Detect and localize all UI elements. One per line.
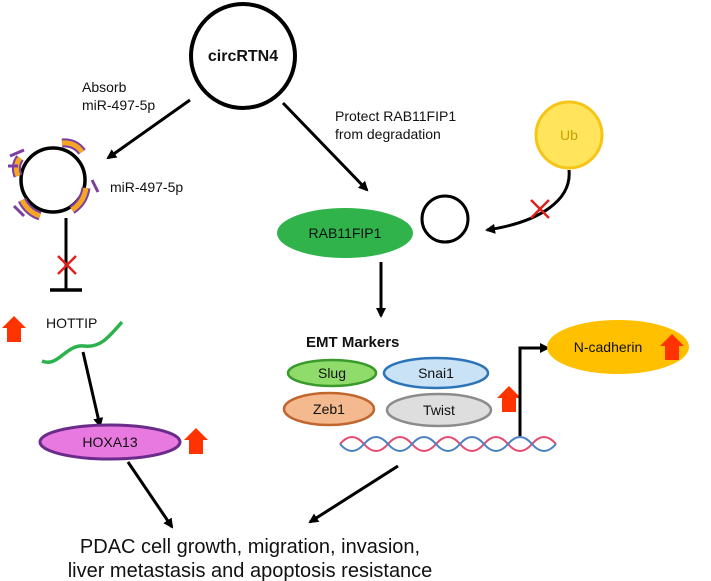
twist-node (385, 392, 493, 428)
slug-node (286, 358, 378, 388)
hottip-to-hoxa13-arrow (81, 351, 104, 428)
hottip-label: HOTTIP (46, 315, 97, 331)
absorb-arrow (106, 98, 191, 160)
hoxa13-node (38, 423, 182, 461)
absorb-label-line1: Absorb (82, 79, 127, 95)
ncadherin-label: N-cadherin (574, 339, 642, 355)
mirna-sponge (8, 138, 100, 221)
dna-helix (339, 436, 557, 452)
zeb1-label: Zeb1 (313, 401, 345, 417)
snai1-node (382, 356, 490, 390)
zeb1-node (282, 391, 376, 427)
ub-label: Ub (560, 127, 578, 143)
outcome-line2: liver metastasis and apoptosis resistanc… (68, 560, 433, 581)
outcome-line1: PDAC cell growth, migration, invasion, (80, 536, 420, 558)
emt-to-outcome-arrow (308, 464, 399, 524)
ub-to-rab-arrow (485, 169, 571, 234)
hoxa13-to-outcome-arrow (126, 461, 174, 529)
circrtn4-bound-ring (420, 194, 470, 244)
up-arrow-icon (184, 428, 208, 454)
mirna-label: miR-497-5p (110, 179, 183, 195)
hoxa13-label: HOXA13 (82, 434, 137, 450)
protect-label-line1: Protect RAB11FIP1 (335, 108, 456, 124)
snai1-label: Snai1 (418, 365, 454, 381)
protect-label-line2: from degradation (335, 126, 441, 142)
up-arrow-icon (497, 386, 521, 412)
ub-node (534, 100, 604, 170)
twist-label: Twist (423, 402, 455, 418)
circrtn4-label: circRTN4 (208, 48, 278, 65)
up-arrow-icon (2, 316, 26, 342)
absorb-label-line2: miR-497-5p (82, 97, 155, 113)
circrtn4-ring (189, 2, 297, 110)
protect-arrow (281, 101, 369, 192)
slug-label: Slug (318, 365, 346, 381)
block-x-icon (530, 199, 550, 219)
ncadherin-node (547, 320, 689, 374)
rab11fip1-node (277, 208, 413, 258)
block-x-icon (57, 255, 77, 275)
hottip-rna (41, 320, 124, 365)
dna-to-ncadherin-arrow (518, 343, 550, 436)
rab11fip1-label: RAB11FIP1 (309, 225, 382, 241)
emt-title: EMT Markers (306, 334, 399, 351)
